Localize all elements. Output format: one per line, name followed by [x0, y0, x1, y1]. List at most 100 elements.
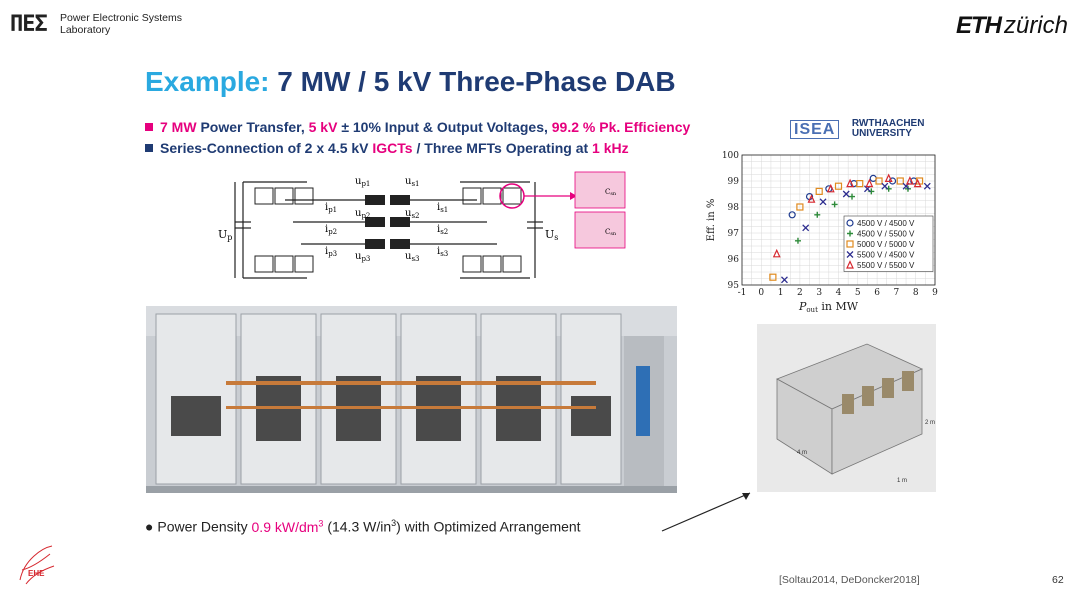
- lab-name-line2: Laboratory: [60, 24, 111, 36]
- data-point: [884, 173, 893, 183]
- power-density-bullet: ● Power Density 0.9 kW/dm3 (14.3 W/in3) …: [145, 518, 581, 535]
- data-point: [896, 177, 904, 185]
- data-point: [826, 183, 835, 193]
- is2-label: is2: [437, 224, 448, 236]
- bullet-dot: ●: [145, 518, 154, 535]
- data-point: [869, 174, 877, 182]
- title-rest: 7 MW / 5 kV Three-Phase DAB: [277, 66, 676, 97]
- render-label-2m: 2 m: [925, 420, 935, 426]
- data-point: [865, 178, 874, 188]
- bullet-text-segment: 1 kHz: [592, 140, 629, 156]
- x-tick-label: 7: [894, 288, 900, 298]
- y-tick-label: 95: [728, 281, 740, 291]
- ip1-main: i: [325, 202, 328, 213]
- x-tick-label: 9: [932, 288, 938, 298]
- us3-main: u: [405, 251, 412, 262]
- ip1-sub: p1: [328, 206, 337, 214]
- data-point: [814, 211, 821, 218]
- data-point: [796, 203, 804, 211]
- x-tick-label: -1: [738, 288, 747, 298]
- y-tick-label: 100: [722, 151, 739, 161]
- csn1-main: C: [605, 188, 610, 196]
- bullet-text-segment: 99.2 % Pk. Efficiency: [551, 119, 691, 135]
- data-point: [881, 182, 889, 190]
- is3-sub: s3: [440, 250, 448, 258]
- dab-circuit-schematic: Up Us up1 us1 up2 us2 up3 us3 ip1 is1 ip…: [218, 171, 626, 279]
- legend-entry: 5000 V / 5000 V: [857, 240, 915, 249]
- x-tick-label: 2: [797, 288, 803, 298]
- x-tick-label: 4: [836, 288, 842, 298]
- ip1-label: ip1: [325, 202, 337, 214]
- lab-name-line1: Power Electronic Systems: [60, 12, 182, 24]
- is1-sub: s1: [440, 206, 448, 214]
- x-tick-label: 1: [778, 288, 784, 298]
- bullet-list: 7 MW Power Transfer, 5 kV ± 10% Input & …: [145, 117, 690, 159]
- bullet-square-icon: [145, 144, 153, 152]
- render-label-4m: 4 m: [797, 450, 807, 456]
- up-label-main: U: [218, 228, 227, 241]
- data-point: [875, 177, 883, 185]
- ip2-sub: p2: [328, 228, 337, 236]
- bullet-text-segment: 5 kV: [308, 119, 338, 135]
- rwth-logo: RWTHAACHEN UNIVERSITY: [852, 119, 925, 139]
- ip3-main: i: [325, 246, 328, 257]
- us3-label: us3: [405, 251, 420, 263]
- up1-sub: p1: [361, 180, 370, 188]
- eth-logo-rest: zürich: [1003, 12, 1068, 39]
- data-point: [769, 273, 777, 281]
- bullet-text-segment: Series-Connection of 2 x 4.5 kV: [160, 140, 373, 156]
- x-axis-label-rest: in MW: [818, 300, 859, 313]
- data-point: [831, 201, 838, 208]
- bullet-item: Series-Connection of 2 x 4.5 kV IGCTs / …: [145, 138, 690, 159]
- rwth-line2: UNIVERSITY: [851, 128, 912, 139]
- y-tick-label: 97: [728, 229, 740, 239]
- us1-sub: s1: [411, 180, 419, 188]
- us2-main: u: [405, 208, 412, 219]
- data-point: [846, 178, 855, 188]
- page-number: 62: [1052, 574, 1064, 586]
- bullet-item: 7 MW Power Transfer, 5 kV ± 10% Input & …: [145, 117, 690, 138]
- bullet-text-segment: ± 10% Input & Output Voltages,: [337, 119, 552, 135]
- csn1-sub: sn: [610, 191, 617, 197]
- data-point: [856, 179, 864, 188]
- arrangement-render: 4 m 2 m 1 m: [757, 324, 936, 492]
- is2-sub: s2: [440, 228, 448, 236]
- is1-main: i: [437, 202, 440, 213]
- legend-box: [843, 215, 934, 272]
- up2-main: u: [355, 208, 362, 219]
- x-axis-label-sub: out: [806, 306, 818, 313]
- ip2-label: ip2: [325, 224, 337, 236]
- eth-logo-bold: ETH: [955, 12, 1002, 39]
- footer-value-sup: 3: [318, 518, 324, 528]
- legend-entry: 4500 V / 5500 V: [857, 230, 915, 239]
- us1-label: us1: [405, 176, 420, 188]
- legend-marker: [846, 260, 854, 269]
- x-axis-label: Pout in MW: [798, 300, 859, 313]
- footer-value-text: 0.9 kW/dm: [251, 518, 319, 535]
- up3-label: up3: [355, 251, 370, 263]
- us-label-main: U: [545, 228, 554, 241]
- csn2-sub: sn: [610, 231, 617, 237]
- legend-entry: 4500 V / 4500 V: [857, 219, 915, 228]
- legend-marker: [846, 219, 854, 227]
- y-axis-label: Eff. in %: [706, 199, 717, 242]
- lab-name: Power Electronic Systems Laboratory: [60, 12, 182, 36]
- data-point: [815, 187, 823, 196]
- csn-label-2: Csn: [605, 228, 617, 237]
- data-point: [849, 193, 856, 200]
- us2-label: us2: [405, 208, 420, 220]
- bullet-text-segment: Power Transfer,: [196, 119, 309, 135]
- legend-entry: 5500 V / 5500 V: [857, 261, 915, 270]
- up-label: Up: [218, 228, 232, 242]
- footer-mid: (14.3 W/in: [323, 518, 392, 535]
- data-point: [913, 178, 922, 188]
- legend-marker: [847, 230, 853, 237]
- footer-value: 0.9 kW/dm3: [251, 518, 324, 535]
- up2-sub: p2: [361, 212, 370, 220]
- footer-pre: Power Density: [157, 518, 252, 535]
- slide-title: Example: 7 MW / 5 kV Three-Phase DAB: [145, 66, 676, 98]
- footer-mid-sup: 3: [391, 518, 397, 528]
- is2-main: i: [437, 224, 440, 235]
